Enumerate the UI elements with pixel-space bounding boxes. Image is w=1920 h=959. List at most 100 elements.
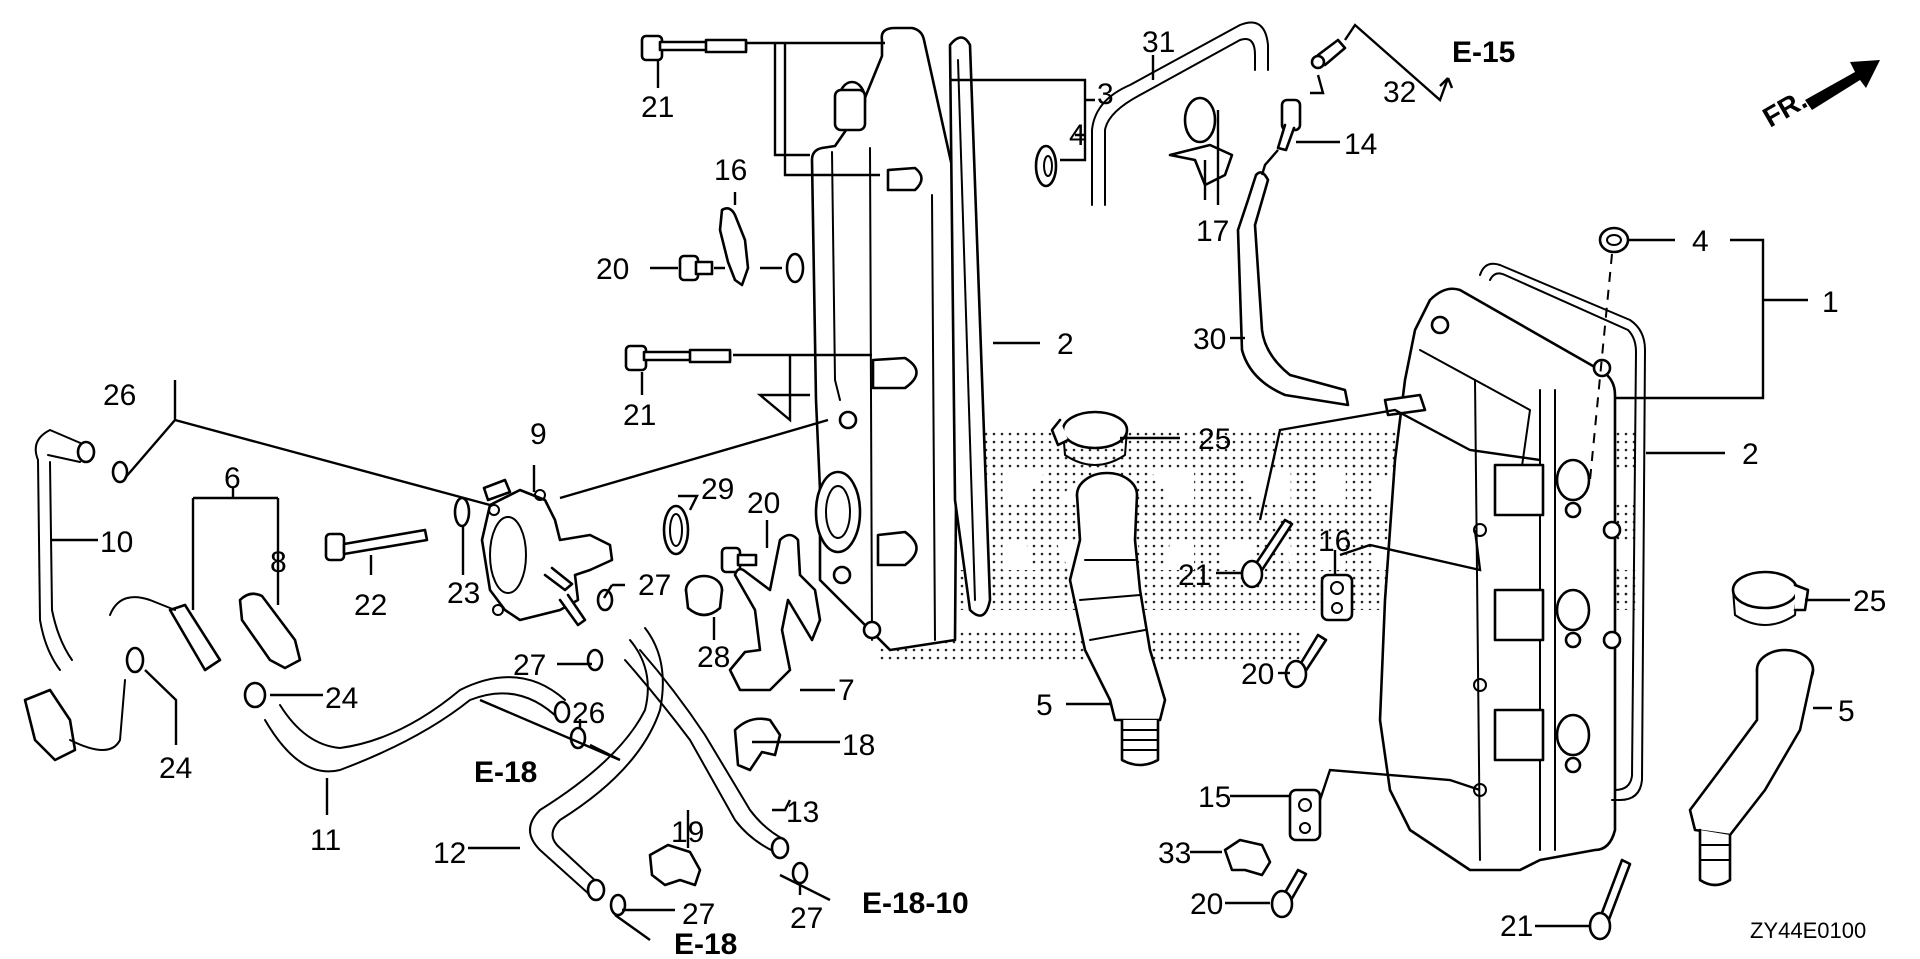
seal-washer-4-top[interactable] (1034, 144, 1058, 188)
callout-22[interactable]: 22 (354, 589, 387, 622)
ref-e-15[interactable]: E-15 (1452, 36, 1515, 69)
gasket-left[interactable] (948, 36, 992, 617)
oil-filler-neck-5-right[interactable] (1688, 648, 1815, 887)
callout-27-b[interactable]: 27 (513, 649, 546, 682)
fuel-pump-9[interactable] (480, 478, 614, 627)
callout-29[interactable]: 29 (701, 473, 734, 506)
callout-27-a[interactable]: 27 (638, 569, 671, 602)
tube-32[interactable] (1310, 38, 1347, 70)
callout-18[interactable]: 18 (842, 729, 875, 762)
callout-15[interactable]: 15 (1198, 781, 1231, 814)
callout-17[interactable]: 17 (1196, 215, 1229, 248)
callout-10[interactable]: 10 (100, 526, 133, 559)
oil-filler-neck-5-center[interactable] (1068, 471, 1167, 767)
callout-26-left[interactable]: 26 (103, 379, 136, 412)
callout-2-right[interactable]: 2 (1742, 438, 1759, 471)
bracket-15[interactable] (1288, 788, 1322, 842)
callout-21-right[interactable]: 21 (1178, 559, 1211, 592)
bolt-22[interactable] (324, 528, 429, 562)
callout-16-top[interactable]: 16 (714, 154, 747, 187)
callout-28[interactable]: 28 (697, 641, 730, 674)
section-references: E-15 E-18 E-18 E-18-10 (474, 36, 1515, 959)
callout-6[interactable]: 6 (224, 462, 241, 495)
breather-hose-31[interactable] (1091, 21, 1269, 206)
gasket-right[interactable] (1479, 262, 1646, 801)
callout-32[interactable]: 32 (1383, 76, 1416, 109)
ref-e-18-10[interactable]: E-18-10 (862, 887, 969, 920)
bolt-21-bottom[interactable] (1588, 858, 1632, 941)
callout-27-d[interactable]: 27 (790, 902, 823, 935)
callout-3[interactable]: 3 (1097, 78, 1114, 111)
callout-5-center[interactable]: 5 (1036, 689, 1053, 722)
ref-e-18-mid[interactable]: E-18 (474, 756, 537, 789)
callout-11[interactable]: 11 (310, 824, 341, 857)
clip-18[interactable] (733, 717, 782, 772)
bolt-21-top[interactable] (640, 34, 748, 62)
callout-13[interactable]: 13 (786, 796, 819, 829)
clip-17[interactable] (1168, 96, 1234, 187)
callout-21-bottom[interactable]: 21 (1500, 910, 1533, 943)
callout-9[interactable]: 9 (530, 418, 547, 451)
hose-10[interactable] (34, 429, 96, 671)
callout-21-mid[interactable]: 21 (623, 399, 656, 432)
bracket-16-right[interactable] (1320, 573, 1354, 622)
callout-5-right[interactable]: 5 (1838, 695, 1855, 728)
clip-33[interactable] (1223, 838, 1272, 877)
cylinder-head-cover-right[interactable] (1378, 287, 1622, 872)
callout-20-bottom[interactable]: 20 (1190, 888, 1223, 921)
clamp-25-center[interactable] (1050, 410, 1129, 466)
callout-27-c[interactable]: 27 (682, 898, 715, 931)
grommet-top[interactable] (785, 252, 805, 284)
callout-26-mid[interactable]: 26 (572, 697, 605, 730)
sensor-6[interactable] (23, 596, 222, 762)
callout-20-right[interactable]: 20 (1241, 658, 1274, 691)
bolt-20-mid[interactable] (720, 546, 758, 574)
callout-14[interactable]: 14 (1344, 128, 1377, 161)
callout-4-top[interactable]: 4 (1069, 119, 1086, 152)
breather-hose-30[interactable] (1236, 171, 1350, 407)
leader-lines (52, 23, 1850, 941)
joint-14[interactable] (1276, 98, 1302, 152)
callout-20-mid[interactable]: 20 (747, 487, 780, 520)
callout-19[interactable]: 19 (671, 816, 704, 849)
callout-7[interactable]: 7 (838, 674, 855, 707)
seal-washer-4-right[interactable] (1598, 226, 1630, 254)
o-ring-29[interactable] (662, 504, 690, 556)
bolt-20-right-mid[interactable] (1284, 633, 1328, 689)
callout-21-top[interactable]: 21 (641, 91, 674, 124)
callout-24-mid[interactable]: 24 (325, 682, 358, 715)
hose-12[interactable] (529, 627, 664, 902)
clamp-25-right[interactable] (1731, 570, 1810, 626)
callout-30[interactable]: 30 (1193, 323, 1226, 356)
o-ring-23[interactable] (453, 496, 471, 528)
callout-16-right[interactable]: 16 (1318, 525, 1351, 558)
callout-31[interactable]: 31 (1142, 26, 1175, 59)
front-direction-arrow-icon: FR. (1758, 60, 1880, 133)
clip-19[interactable] (648, 843, 702, 887)
bolt-20-right-bottom[interactable] (1270, 868, 1308, 919)
cylinder-head-cover-left[interactable] (810, 26, 967, 652)
callout-20-top[interactable]: 20 (596, 253, 629, 286)
hose-13[interactable] (624, 649, 790, 860)
callout-24-left[interactable]: 24 (159, 752, 192, 785)
callout-12[interactable]: 12 (433, 837, 466, 870)
callout-33[interactable]: 33 (1158, 837, 1191, 870)
callout-8[interactable]: 8 (270, 546, 287, 579)
connector-8[interactable] (238, 592, 302, 670)
clamp-24[interactable] (125, 646, 267, 709)
collar-28[interactable] (684, 574, 724, 617)
bolt-21-mid[interactable] (624, 344, 732, 372)
callout-1[interactable]: 1 (1822, 286, 1839, 319)
callout-4-right[interactable]: 4 (1692, 225, 1709, 258)
bracket-16-top[interactable] (718, 207, 750, 287)
callout-23[interactable]: 23 (447, 577, 480, 610)
callout-25-center[interactable]: 25 (1198, 423, 1231, 456)
callout-2-mid[interactable]: 2 (1057, 328, 1074, 361)
ref-e-18-bottom[interactable]: E-18 (674, 928, 737, 959)
bracket-7[interactable] (728, 533, 822, 692)
callout-25-right[interactable]: 25 (1853, 585, 1886, 618)
diagram-code: ZY44E0100 (1750, 918, 1866, 943)
bolt-20-top[interactable] (678, 254, 714, 282)
hose-11[interactable] (264, 676, 571, 773)
